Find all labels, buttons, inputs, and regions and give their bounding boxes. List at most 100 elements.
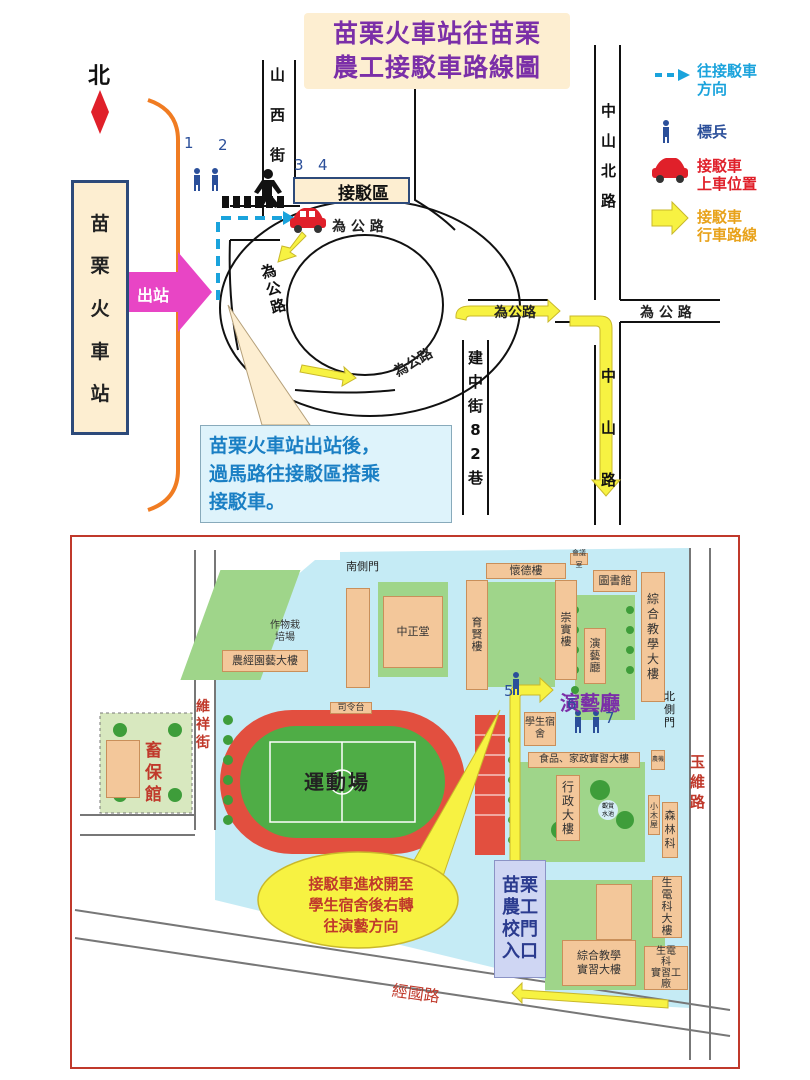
route-instruction: 接駁車進校開至 學生宿舍後右轉 往演藝方向 xyxy=(272,874,450,937)
livestock-building xyxy=(106,740,140,798)
road-char: 路 xyxy=(601,471,617,489)
road-char: 2 xyxy=(470,445,481,463)
road-char: 北 xyxy=(601,162,617,180)
road-char: 中 xyxy=(601,367,617,385)
road-weigong-right: 為 公 路 xyxy=(640,305,692,321)
title-line-2: 農工接駁車路線圖 xyxy=(332,53,541,82)
label-char: 小 xyxy=(650,801,658,811)
training-building-wing xyxy=(596,884,632,940)
top-map-roads xyxy=(91,45,720,525)
label-char: 樓 xyxy=(561,822,574,836)
road-zhongshan: 中 山 路 xyxy=(601,350,616,506)
forestry-building: 森 林 科 xyxy=(662,802,678,858)
guard-number: 3 xyxy=(294,156,304,174)
label-char: 廳 xyxy=(589,661,601,674)
legend-item-walk: 往接駁車 方向 xyxy=(697,62,757,98)
station-char: 苗 xyxy=(90,212,110,235)
pickup-zone-label: 接駁區 xyxy=(338,184,389,204)
label-char: 畜 xyxy=(145,741,162,761)
performance-hall-label: 演藝廳 xyxy=(560,691,620,715)
legend-text: 接駁車 xyxy=(697,157,743,175)
south-gate-label: 南側門 xyxy=(346,560,379,573)
map-title: 苗栗火車站往苗栗 農工接駁車路線圖 xyxy=(304,13,570,89)
label-line: 學生宿 xyxy=(525,717,555,728)
legend-text: 行車路線 xyxy=(697,226,758,244)
label-line: 廠 xyxy=(661,979,671,990)
label-line: 實習大樓 xyxy=(577,963,621,976)
huaide-building: 懷德樓 xyxy=(486,563,566,579)
label-char: 大 xyxy=(661,912,673,925)
road-char: 維 xyxy=(690,773,706,791)
label-char: 側 xyxy=(664,703,675,716)
label-char: 科 xyxy=(664,837,676,850)
instruction-line: 學生宿舍後右轉 xyxy=(308,896,414,914)
bio-factory: 生電 科 實習工 廠 xyxy=(644,946,688,990)
station-char: 站 xyxy=(90,383,110,406)
callout-line: 過馬路往接駁區搭乘 xyxy=(209,463,381,485)
road-char: 祥 xyxy=(196,717,210,733)
road-zhongshan-north: 中 山 北 路 xyxy=(601,96,616,216)
label-line: 水池 xyxy=(601,811,614,818)
exit-label: 出站 xyxy=(137,286,170,305)
label-char: 林 xyxy=(664,823,676,836)
label-char: 樓 xyxy=(471,640,483,653)
legend-item-guard: 標兵 xyxy=(697,123,728,141)
livestock-label: 畜 保 館 xyxy=(145,740,162,806)
road-char: 路 xyxy=(690,793,706,811)
label-char: 育 xyxy=(471,616,483,629)
label-char: 門 xyxy=(664,716,675,729)
label-char: 賢 xyxy=(471,628,483,641)
library: 圖書館 xyxy=(593,570,637,592)
road-jianzhong: 建 中 街 8 2 巷 xyxy=(468,346,483,490)
label-line: 舍 xyxy=(535,729,545,740)
exit-arrow xyxy=(116,252,212,332)
roundabout-inner xyxy=(286,234,444,376)
label-char: 合 xyxy=(646,607,659,621)
office-room: 會議室 xyxy=(570,549,588,569)
chongshi-building: 崇 實 樓 xyxy=(555,580,577,680)
zhongzheng-hall: 中正堂 xyxy=(383,596,443,668)
small-wood-house: 小 木 屋 xyxy=(648,795,660,835)
label-char: 北 xyxy=(664,690,675,703)
guard-number: 1 xyxy=(184,134,194,152)
callout-line: 接駁車。 xyxy=(209,491,286,513)
road-char: 巷 xyxy=(468,469,484,487)
label-char: 森 xyxy=(664,809,676,822)
admin-building: 行 政 大 樓 xyxy=(556,775,580,841)
road-char: 路 xyxy=(601,192,617,210)
label-line: 生電 xyxy=(656,946,676,957)
label-line: 觀賞 xyxy=(601,803,614,810)
label-char: 政 xyxy=(561,794,574,808)
label-line: 實習工 xyxy=(651,968,681,979)
guard-number: 7 xyxy=(605,709,615,727)
field-label: 運動場 xyxy=(304,770,370,794)
station-char: 栗 xyxy=(90,255,110,278)
label-char: 綜 xyxy=(646,592,659,606)
label-char: 實 xyxy=(560,623,572,636)
machinery-room: 農機 xyxy=(651,750,665,770)
road-weigong-center: 為公路 xyxy=(494,305,536,321)
yuxian-building: 育 賢 樓 xyxy=(466,580,488,690)
legend-item-route: 接駁車 行車路線 xyxy=(697,208,757,244)
label-char: 樓 xyxy=(661,924,673,937)
label-char: 學 xyxy=(646,637,659,651)
label-char: 藝 xyxy=(589,649,601,662)
gate-line: 入口 xyxy=(502,941,538,962)
instruction-line: 往演藝方向 xyxy=(323,917,399,935)
label-char: 生 xyxy=(661,876,673,889)
walk-route xyxy=(216,216,285,300)
road-char: 山 xyxy=(270,66,286,84)
guard-number: 4 xyxy=(318,156,328,174)
north-label: 北 xyxy=(88,64,111,89)
label-line: 培場 xyxy=(275,632,295,643)
road-weixiang: 維 祥 街 xyxy=(196,698,210,752)
road-char: 街 xyxy=(270,146,286,164)
station-box: 苗 栗 火 車 站 xyxy=(71,180,129,435)
dorm-building: 學生宿 舍 xyxy=(524,712,556,746)
water-pond: 觀賞 水池 xyxy=(598,800,618,820)
legend-text: 接駁車 xyxy=(697,208,743,226)
side-building xyxy=(346,588,370,688)
label-char: 科 xyxy=(661,900,673,913)
label-char: 大 xyxy=(561,808,574,822)
road-char: 建 xyxy=(468,349,484,367)
